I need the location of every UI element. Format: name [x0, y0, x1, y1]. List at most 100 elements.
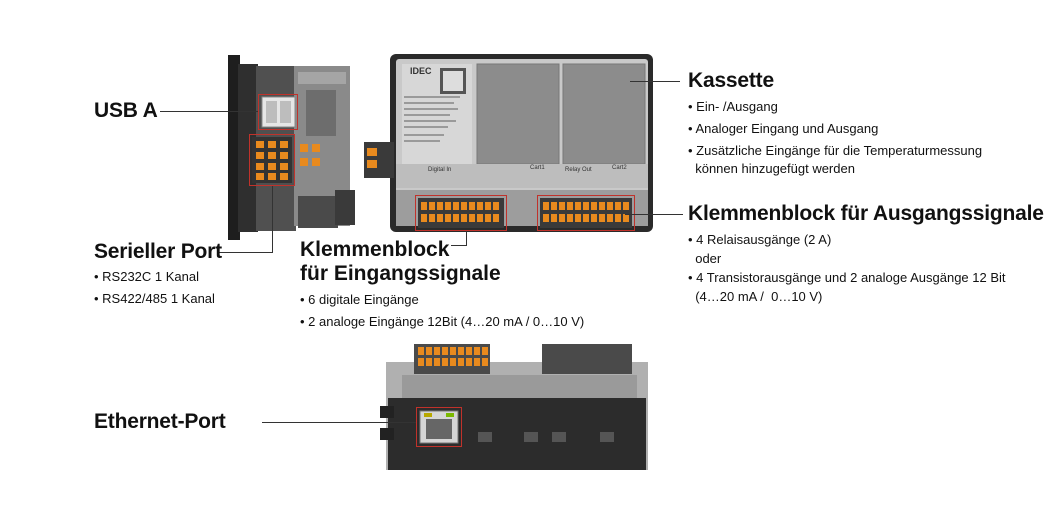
terminal-pin: [426, 347, 432, 355]
terminal-pin: [453, 202, 459, 210]
terminal-pin: [461, 214, 467, 222]
serial-bullet: • RS232C 1 Kanal: [94, 269, 200, 284]
terminal-pin: [429, 214, 435, 222]
terminal-pin: [583, 202, 589, 210]
terminal-pin: [599, 214, 605, 222]
terminal-pin: [474, 358, 480, 366]
input-leader-v: [466, 231, 467, 246]
terminal-pin: [418, 347, 424, 355]
cassette-bullet: • Zusätzliche Eingänge für die Temperatu…: [688, 143, 983, 158]
terminal-pin: [442, 358, 448, 366]
terminal-pin: [466, 358, 472, 366]
terminal-pin: [461, 202, 467, 210]
brand-label: IDEC: [410, 66, 432, 76]
cassette-bullet: • Ein- /Ausgang: [688, 99, 778, 114]
serial-bullets: • RS232C 1 Kanal • RS422/485 1 Kanal: [94, 266, 215, 310]
terminal-pin: [469, 202, 475, 210]
terminal-pin: [575, 202, 581, 210]
terminal-pin: [450, 358, 456, 366]
terminal-pin: [458, 347, 464, 355]
input-terminal-pins: [421, 202, 499, 222]
input-terminal-title-line2: für Eingangssignale: [300, 262, 501, 285]
terminal-pin: [458, 358, 464, 366]
terminal-pin: [445, 202, 451, 210]
input-terminal-title: Klemmenblock für Eingangssignale: [300, 238, 501, 286]
serial-leader-v: [272, 186, 273, 253]
side-view-device: [228, 55, 355, 240]
input-terminal-bullet: • 6 digitale Eingänge: [300, 292, 419, 307]
terminal-pin: [434, 358, 440, 366]
slot1-label: Cart1: [530, 165, 545, 171]
terminal-pin: [482, 358, 488, 366]
ethernet-leader: [262, 422, 416, 423]
terminal-pin: [466, 347, 472, 355]
terminal-pin: [493, 202, 499, 210]
terminal-pin: [482, 347, 488, 355]
bottom-view-device: [380, 344, 648, 470]
terminal-pin: [623, 214, 629, 222]
back-view-device: [364, 54, 653, 232]
cassette-bullets: • Ein- /Ausgang • Analoger Eingang und A…: [688, 96, 982, 180]
terminal-pin: [477, 202, 483, 210]
terminal-pin: [551, 214, 557, 222]
terminal-pin: [426, 358, 432, 366]
terminal-pin: [421, 214, 427, 222]
cassette-bullet: können hinzugefügt werden: [688, 161, 855, 176]
usb-leader: [160, 111, 258, 112]
cassette-bullet: • Analoger Eingang und Ausgang: [688, 121, 879, 136]
output-terminal-highlight: [537, 195, 635, 231]
cassette-leader: [630, 81, 680, 82]
terminal-pin: [599, 202, 605, 210]
terminal-pin: [442, 347, 448, 355]
terminal-pin: [445, 214, 451, 222]
slot2-label: Cart2: [612, 165, 627, 171]
terminal-pin: [559, 214, 565, 222]
terminal-pin: [421, 202, 427, 210]
serial-title: Serieller Port: [94, 240, 222, 263]
terminal-pin: [450, 347, 456, 355]
terminal-pin: [623, 202, 629, 210]
terminal-pin: [607, 214, 613, 222]
usb-title: USB A: [94, 99, 158, 122]
terminal-pin: [429, 202, 435, 210]
output-terminal-bullet: • 4 Transistorausgänge und 2 analoge Aus…: [688, 270, 1006, 285]
serial-bullet: • RS422/485 1 Kanal: [94, 291, 215, 306]
usb-highlight: [258, 94, 298, 130]
terminal-pin: [477, 214, 483, 222]
input-label: Digital In: [428, 167, 452, 173]
terminal-pin: [567, 202, 573, 210]
terminal-pin: [583, 214, 589, 222]
terminal-pin: [485, 214, 491, 222]
terminal-pin: [615, 214, 621, 222]
terminal-pin: [434, 347, 440, 355]
terminal-pin: [591, 202, 597, 210]
terminal-pin: [453, 214, 459, 222]
terminal-pin: [437, 214, 443, 222]
output-terminal-bullet: oder: [688, 251, 722, 266]
terminal-pin: [543, 214, 549, 222]
bottom-terminal-pins: [418, 347, 488, 366]
input-terminal-bullet: • 2 analoge Eingänge 12Bit (4…20 mA / 0……: [300, 314, 585, 329]
output-leader: [625, 214, 683, 215]
terminal-pin: [543, 202, 549, 210]
serial-leader-h: [218, 252, 273, 253]
terminal-pin: [474, 347, 480, 355]
terminal-pin: [575, 214, 581, 222]
output-terminal-bullet: (4…20 mA / 0…10 V): [688, 289, 823, 304]
ethernet-highlight: [416, 407, 462, 447]
terminal-pin: [418, 358, 424, 366]
terminal-pin: [559, 202, 565, 210]
input-terminal-bullets: • 6 digitale Eingänge • 2 analoge Eingän…: [300, 289, 584, 333]
terminal-pin: [607, 202, 613, 210]
ethernet-title: Ethernet-Port: [94, 410, 226, 433]
relay-label: Relay Out: [565, 167, 592, 173]
terminal-pin: [469, 214, 475, 222]
cassette-title: Kassette: [688, 69, 774, 92]
terminal-pin: [493, 214, 499, 222]
terminal-pin: [485, 202, 491, 210]
input-leader-h: [451, 245, 467, 246]
serial-highlight: [249, 134, 295, 186]
terminal-pin: [437, 202, 443, 210]
output-terminal-bullets: • 4 Relaisausgänge (2 A) oder • 4 Transi…: [688, 230, 1006, 306]
